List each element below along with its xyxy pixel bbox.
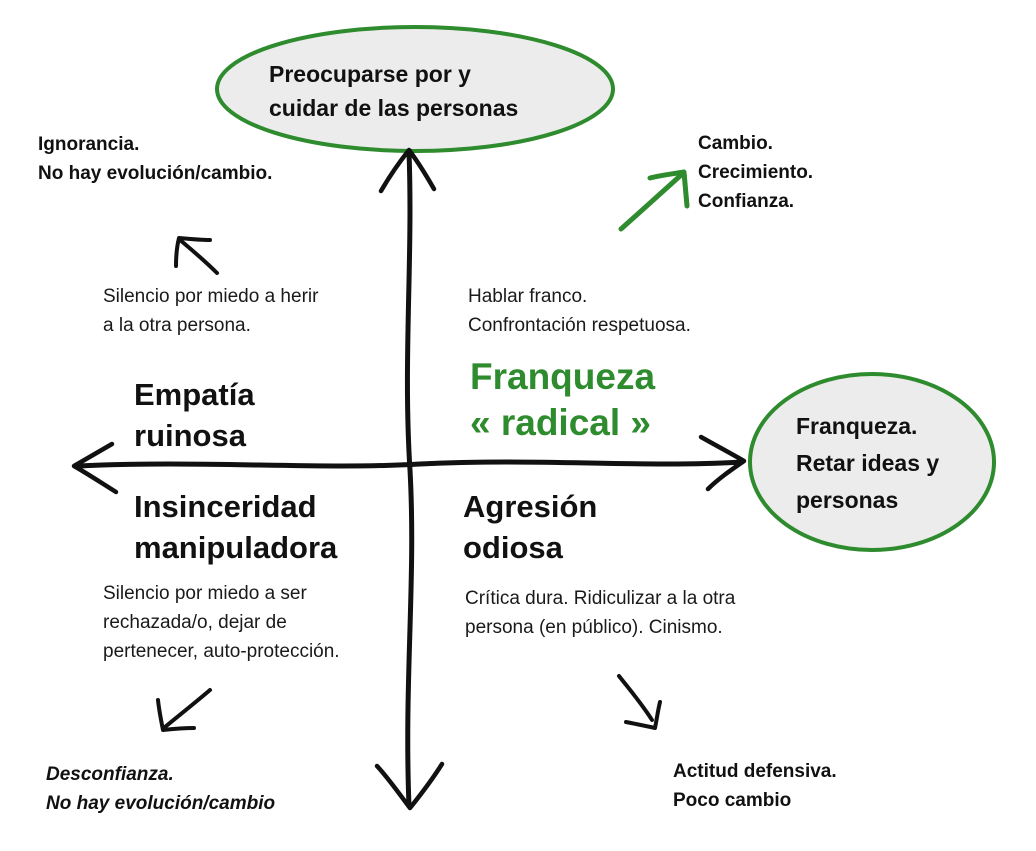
right-oval-line: Franqueza.: [796, 413, 918, 439]
outcome-line: No hay evolución/cambio.: [38, 163, 273, 184]
outcome-line: No hay evolución/cambio: [46, 793, 276, 814]
center-title: Franqueza « radical »: [470, 354, 655, 446]
top-left-title: Empatía ruinosa: [134, 374, 255, 456]
vertical-axis: [404, 149, 415, 809]
bottom-right-title: Agresión odiosa: [463, 486, 597, 568]
arrow-down-left-icon: [156, 688, 212, 732]
top-right-description: Hablar franco. Confrontación respetuosa.: [468, 282, 691, 340]
right-oval-line: Retar ideas y: [796, 450, 940, 476]
description-line: pertenecer, auto-protección.: [103, 641, 340, 662]
outcome-line: Cambio.: [698, 133, 773, 154]
description-line: a la otra persona.: [103, 315, 251, 336]
quadrant-title-line: Insinceridad: [134, 489, 317, 524]
outcome-line: Actitud defensiva.: [673, 761, 837, 782]
top-oval: [215, 25, 615, 153]
quadrant-title-line: ruinosa: [134, 418, 246, 453]
outcome-line: Ignorancia.: [38, 134, 140, 155]
up-arrowhead-icon: [378, 147, 437, 194]
top-left-description: Silencio por miedo a herir a la otra per…: [103, 282, 318, 340]
top-right-outcome: Cambio. Crecimiento. Confianza.: [698, 129, 813, 216]
outcome-line: Crecimiento.: [698, 162, 814, 183]
description-line: Crítica dura. Ridiculizar a la otra: [465, 588, 736, 609]
quadrant-title-line: manipuladora: [134, 530, 338, 565]
center-title-line: Franqueza: [470, 356, 656, 397]
description-line: Silencio por miedo a herir: [103, 286, 319, 307]
outcome-line: Confianza.: [698, 191, 795, 212]
description-line: Confrontación respetuosa.: [468, 315, 691, 336]
right-oval: [748, 372, 996, 552]
description-line: persona (en público). Cinismo.: [465, 617, 723, 638]
bottom-right-outcome: Actitud defensiva. Poco cambio: [673, 757, 837, 815]
quadrant-title-line: Agresión: [463, 489, 598, 524]
outcome-line: Desconfianza.: [46, 764, 174, 785]
top-oval-line: cuidar de las personas: [269, 95, 519, 121]
bottom-left-title: Insinceridad manipuladora: [134, 486, 337, 568]
right-oval-label: Franqueza. Retar ideas y personas: [796, 408, 939, 519]
outcome-line: Poco cambio: [673, 790, 792, 811]
center-title-line: « radical »: [470, 402, 652, 443]
horizontal-axis: [75, 459, 745, 469]
description-line: rechazada/o, dejar de: [103, 612, 287, 633]
right-arrowhead-icon: [698, 434, 747, 492]
description-line: Hablar franco.: [468, 286, 588, 307]
top-left-outcome: Ignorancia. No hay evolución/cambio.: [38, 130, 272, 188]
top-oval-label: Preocuparse por y cuidar de las personas: [269, 57, 518, 125]
arrow-up-right-icon: [618, 169, 690, 232]
bottom-right-description: Crítica dura. Ridiculizar a la otra pers…: [465, 584, 735, 642]
top-oval-line: Preocuparse por y: [269, 61, 471, 87]
down-arrowhead-icon: [374, 761, 445, 811]
description-line: Silencio por miedo a ser: [103, 583, 307, 604]
right-oval-line: personas: [796, 487, 899, 513]
arrow-up-left-icon: [174, 236, 219, 275]
quadrant-title-line: odiosa: [463, 530, 563, 565]
quadrant-title-line: Empatía: [134, 377, 255, 412]
bottom-left-description: Silencio por miedo a ser rechazada/o, de…: [103, 579, 340, 666]
bottom-left-outcome: Desconfianza. No hay evolución/cambio: [46, 760, 275, 818]
arrow-down-right-icon: [617, 674, 662, 730]
left-arrowhead-icon: [71, 441, 119, 495]
